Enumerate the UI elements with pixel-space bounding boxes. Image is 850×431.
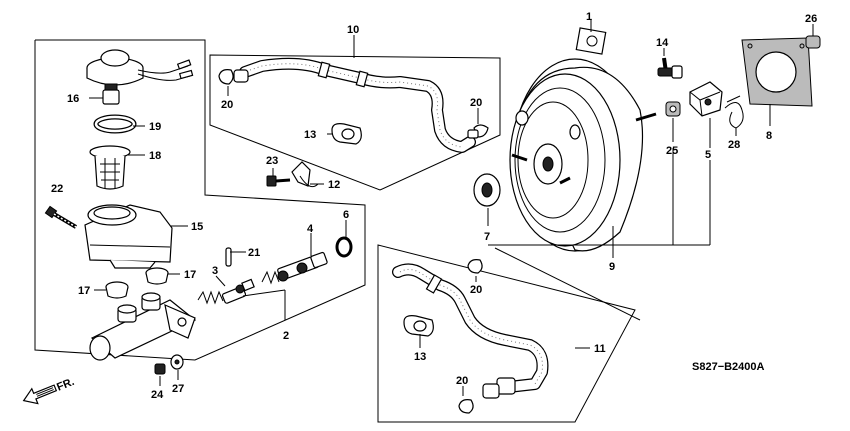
front-direction-arrow: FR.: [22, 376, 76, 405]
callout-22: 22: [51, 183, 63, 195]
nut-24: [154, 363, 166, 375]
pin-21: [225, 247, 232, 267]
nut-25: [665, 101, 681, 117]
callout-labels: 1 2 3 4 5 6 7 8 9 10 11 12 13 13 14 15 1…: [51, 11, 817, 401]
washer-27: [170, 354, 184, 370]
bolt-14: [657, 57, 683, 79]
callout-12: 12: [328, 179, 340, 191]
callout-1: 1: [586, 11, 592, 23]
reservoir-float-16: [102, 83, 120, 105]
callout-26: 26: [805, 13, 817, 25]
callout-7: 7: [484, 231, 490, 243]
label-1: [575, 27, 607, 55]
callout-20-bottom: 20: [456, 375, 468, 387]
callout-25: 25: [666, 145, 678, 157]
callout-24: 24: [151, 389, 164, 401]
hose-clamp-13-bottom: [403, 315, 434, 337]
callout-15: 15: [191, 221, 203, 233]
grommet-17-left: [105, 281, 129, 299]
callout-20-top-right: 20: [470, 97, 482, 109]
callout-16: 16: [67, 93, 79, 105]
callout-2: 2: [283, 330, 289, 342]
callout-17-left: 17: [78, 285, 90, 297]
callout-23: 23: [266, 155, 278, 167]
callout-19: 19: [149, 121, 161, 133]
reservoir-tank-15: [84, 204, 173, 269]
callout-27: 27: [172, 383, 184, 395]
reservoir-cap: [86, 49, 194, 86]
callout-9: 9: [609, 261, 615, 273]
callout-3: 3: [212, 265, 218, 277]
callout-20-top-left: 20: [221, 99, 233, 111]
callout-8: 8: [766, 130, 772, 142]
piston-spring-3: [197, 278, 255, 305]
callout-18: 18: [149, 150, 161, 162]
bracket-12: [291, 161, 319, 188]
group-frames: [34, 39, 641, 423]
hose-clip-20-bottom: [458, 399, 474, 414]
callout-17-right: 17: [184, 269, 196, 281]
booster-seal-7: [473, 173, 501, 207]
callout-20-mid: 20: [470, 284, 482, 296]
brake-booster-9: [509, 58, 657, 252]
callout-13-bottom: 13: [414, 351, 426, 363]
clip-28: [724, 95, 744, 129]
bolt-23: [266, 175, 291, 187]
callout-11: 11: [594, 343, 606, 355]
strainer-18: [89, 145, 131, 190]
callout-4: 4: [307, 223, 314, 235]
leader-lines: [89, 20, 814, 396]
callout-21: 21: [248, 247, 260, 259]
callout-6: 6: [343, 209, 349, 221]
hose-clip-20-top-right: [467, 124, 489, 139]
nut-26: [805, 35, 821, 49]
grommet-17-right: [145, 267, 169, 285]
piston-assembly-4: [261, 251, 328, 285]
bolt-22: [44, 205, 78, 229]
callout-14: 14: [656, 37, 669, 49]
front-label: FR.: [55, 376, 76, 394]
callout-5: 5: [705, 149, 711, 161]
callout-13-top: 13: [304, 129, 316, 141]
vacuum-hose-11: [392, 263, 549, 399]
vacuum-hose-10: [239, 57, 476, 153]
callout-28: 28: [728, 139, 740, 151]
clevis-5: [689, 81, 723, 117]
callout-10: 10: [347, 24, 359, 36]
seal-ring-19: [93, 114, 137, 134]
master-cylinder-body: [89, 292, 197, 361]
hose-clip-20-mid: [467, 259, 483, 274]
hose-clip-20-top-left: [218, 69, 249, 85]
snap-ring-6: [335, 236, 353, 258]
diagram-code: S827−B2400A: [692, 361, 765, 373]
gasket-8: [741, 37, 813, 107]
hose-clamp-13-top: [331, 123, 362, 145]
